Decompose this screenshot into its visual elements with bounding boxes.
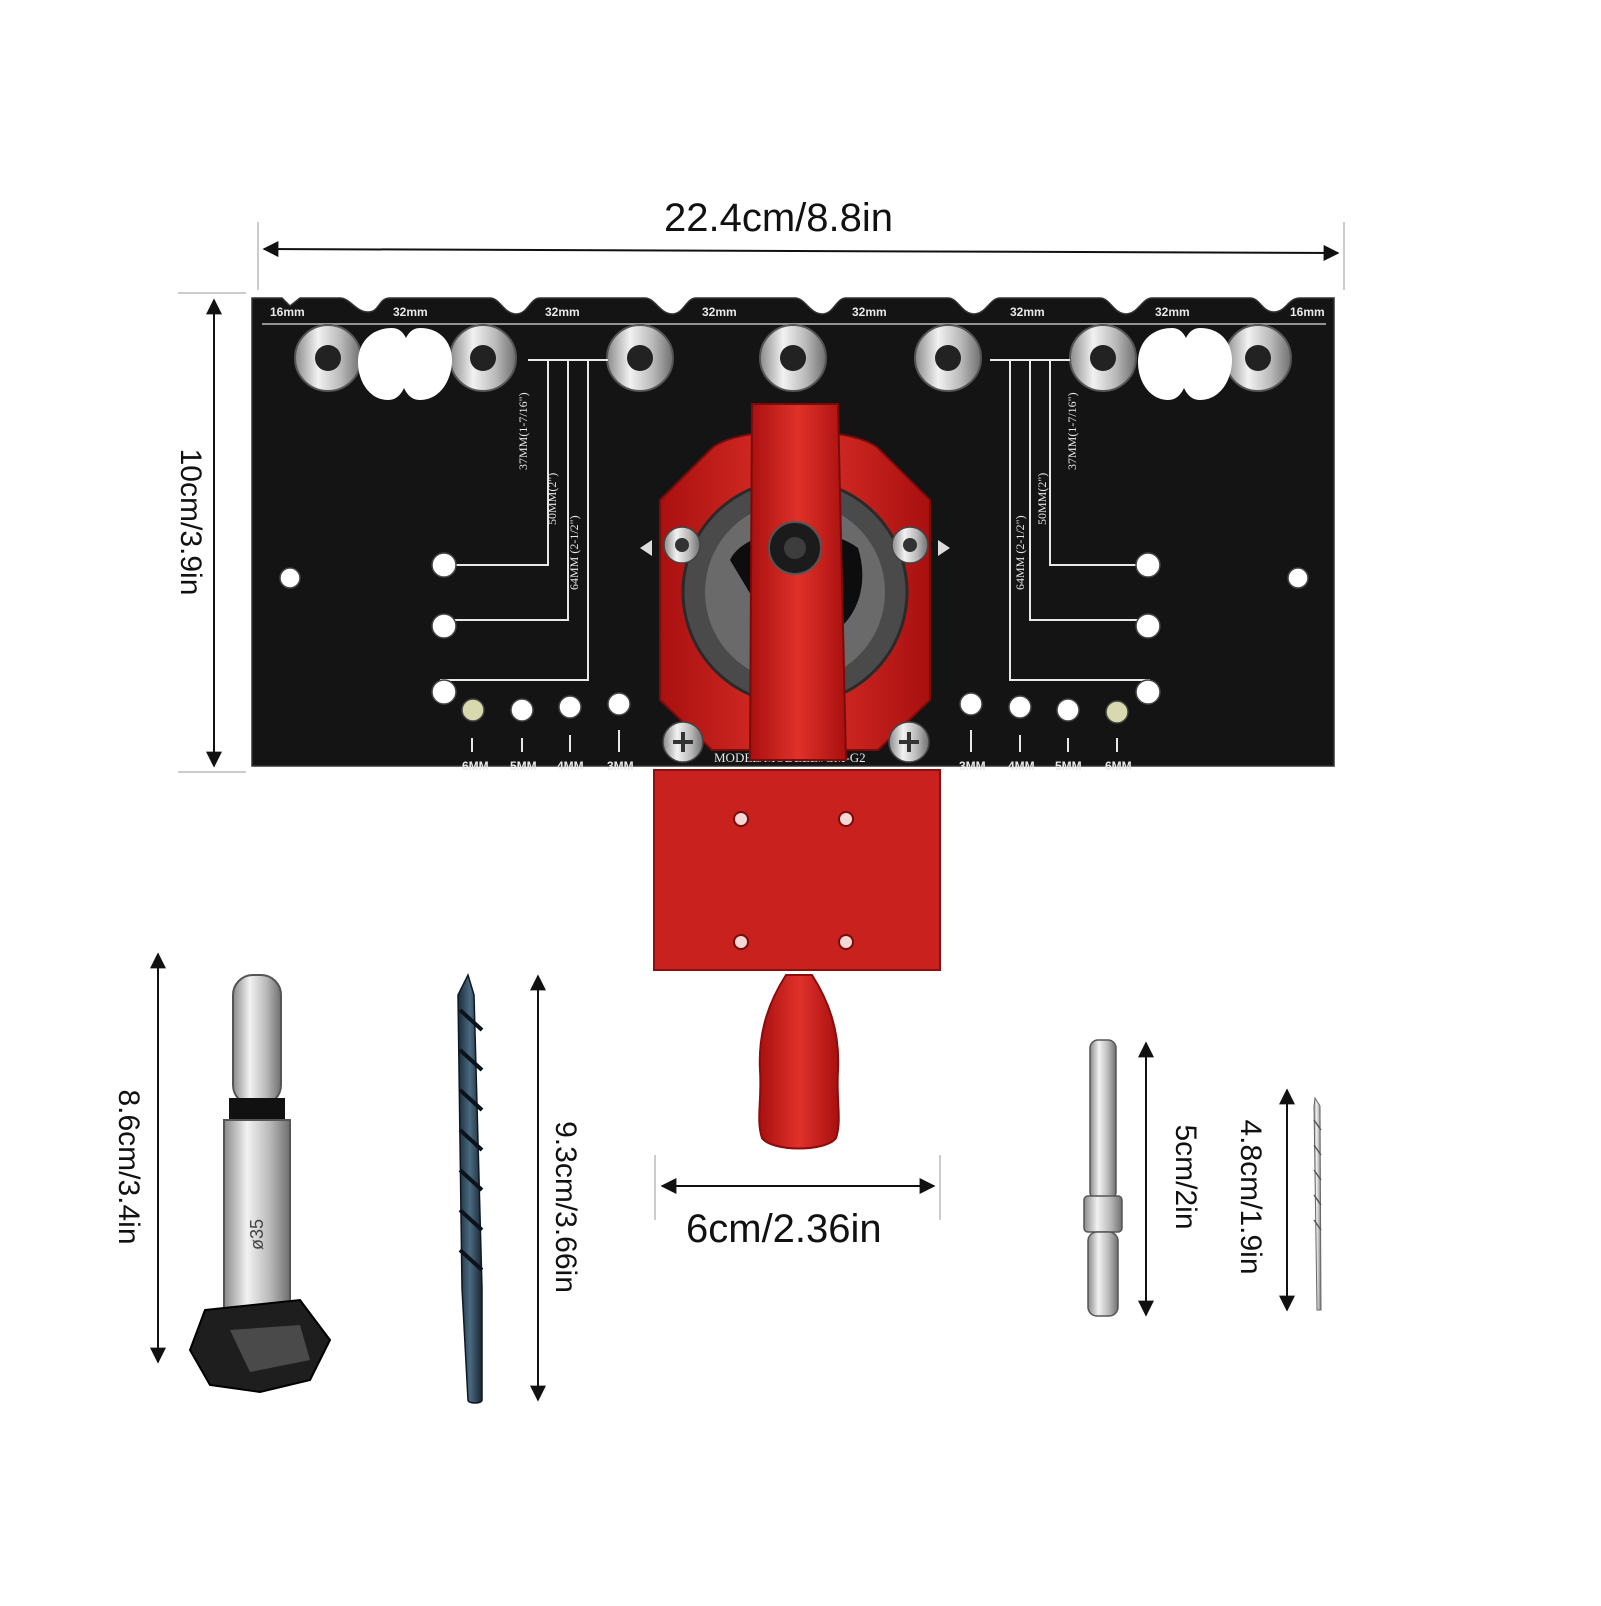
scale-label: 50MM(2") <box>1035 473 1049 525</box>
forstner-bit: ø35 <box>188 974 332 1394</box>
dimension-base-width: 6cm/2.36in <box>686 1207 882 1251</box>
dimension-forstner-bit: 8.6cm/3.4in <box>112 1089 145 1245</box>
hole-size-label: 6MM <box>462 759 489 773</box>
small-drill-bit <box>1313 1096 1322 1311</box>
scale-label: 37MM(1-7/16") <box>516 392 530 470</box>
hole-size-label: 4MM <box>1008 759 1035 773</box>
pitch-label: 32mm <box>545 305 580 319</box>
edge-label-left: 16mm <box>270 305 305 319</box>
handle <box>758 974 840 1150</box>
dimension-jig-width: 22.4cm/8.8in <box>664 196 894 240</box>
right-scale-labels: 37MM(1-7/16") 50MM(2") 64MM (2-1/2") <box>1013 392 1079 590</box>
scale-label: 50MM(2") <box>545 473 559 525</box>
pitch-label: 32mm <box>393 305 428 319</box>
hole-size-label: 5MM <box>510 759 537 773</box>
left-scale-labels: 37MM(1-7/16") 50MM(2") 64MM (2-1/2") <box>516 392 581 590</box>
locating-pin <box>1083 1039 1123 1317</box>
pitch-label: 32mm <box>1155 305 1190 319</box>
scale-label: 37MM(1-7/16") <box>1065 392 1079 470</box>
base-extension <box>653 769 941 971</box>
plate-holes <box>279 552 1309 724</box>
bit-marking: ø35 <box>247 1219 267 1250</box>
dimension-locating-pin: 5cm/2in <box>1169 1124 1202 1230</box>
bit-guide-housing <box>640 403 950 763</box>
hole-size-label: 3MM <box>607 759 634 773</box>
left-scale-lines <box>440 359 608 681</box>
scale-label: 64MM (2-1/2") <box>567 515 581 590</box>
plate-cutouts <box>358 328 1232 400</box>
dimension-jig-height: 10cm/3.9in <box>174 448 207 596</box>
dimension-twist-drill: 9.3cm/3.66in <box>549 1121 582 1293</box>
edge-label-right: 16mm <box>1290 305 1325 319</box>
scale-label: 64MM (2-1/2") <box>1013 515 1027 590</box>
pitch-label: 32mm <box>852 305 887 319</box>
hole-size-label: 6MM <box>1105 759 1132 773</box>
dimension-lines <box>150 222 1345 1402</box>
right-scale-lines <box>990 359 1150 681</box>
dimension-small-drill: 4.8cm/1.9in <box>1234 1119 1267 1275</box>
size-arrows <box>471 730 1118 752</box>
hole-size-label: 5MM <box>1055 759 1082 773</box>
twist-drill <box>457 972 484 1404</box>
hole-size-label: 3MM <box>959 759 986 773</box>
pitch-label: 32mm <box>702 305 737 319</box>
hole-size-label: 4MM <box>557 759 584 773</box>
pitch-label: 32mm <box>1010 305 1045 319</box>
